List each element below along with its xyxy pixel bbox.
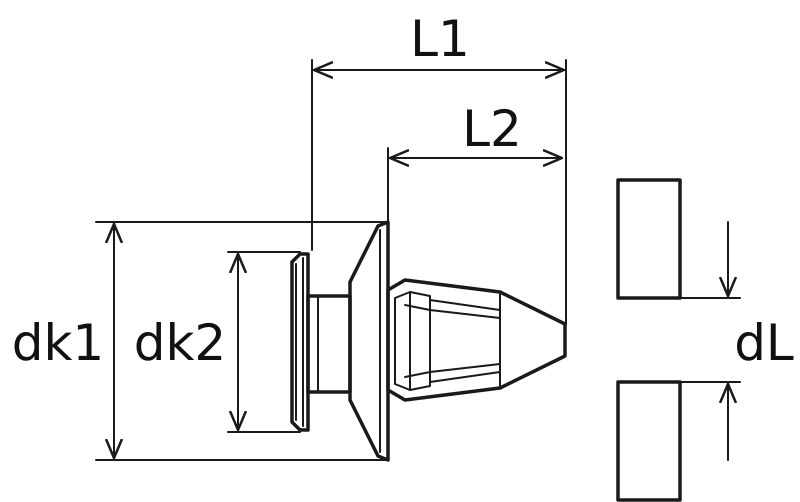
panel-section-top bbox=[616, 178, 682, 300]
label-dk1: dk1 bbox=[12, 314, 105, 372]
rivet-head-washer bbox=[290, 252, 310, 432]
dimension-L2 bbox=[387, 147, 563, 223]
label-L2: L2 bbox=[462, 100, 522, 158]
rivet-cone-flange bbox=[348, 220, 390, 462]
label-L1: L1 bbox=[410, 10, 470, 68]
dimension-dk2 bbox=[227, 251, 301, 433]
dimension-dL bbox=[679, 221, 741, 461]
label-dL: dL bbox=[734, 314, 794, 372]
panel-section-bottom bbox=[616, 380, 682, 502]
label-dk2: dk2 bbox=[134, 314, 227, 372]
rivet-shank bbox=[306, 294, 352, 394]
rivet-expanding-body bbox=[386, 278, 567, 402]
dimension-L1 bbox=[311, 59, 567, 325]
dimension-dk1 bbox=[95, 221, 387, 461]
